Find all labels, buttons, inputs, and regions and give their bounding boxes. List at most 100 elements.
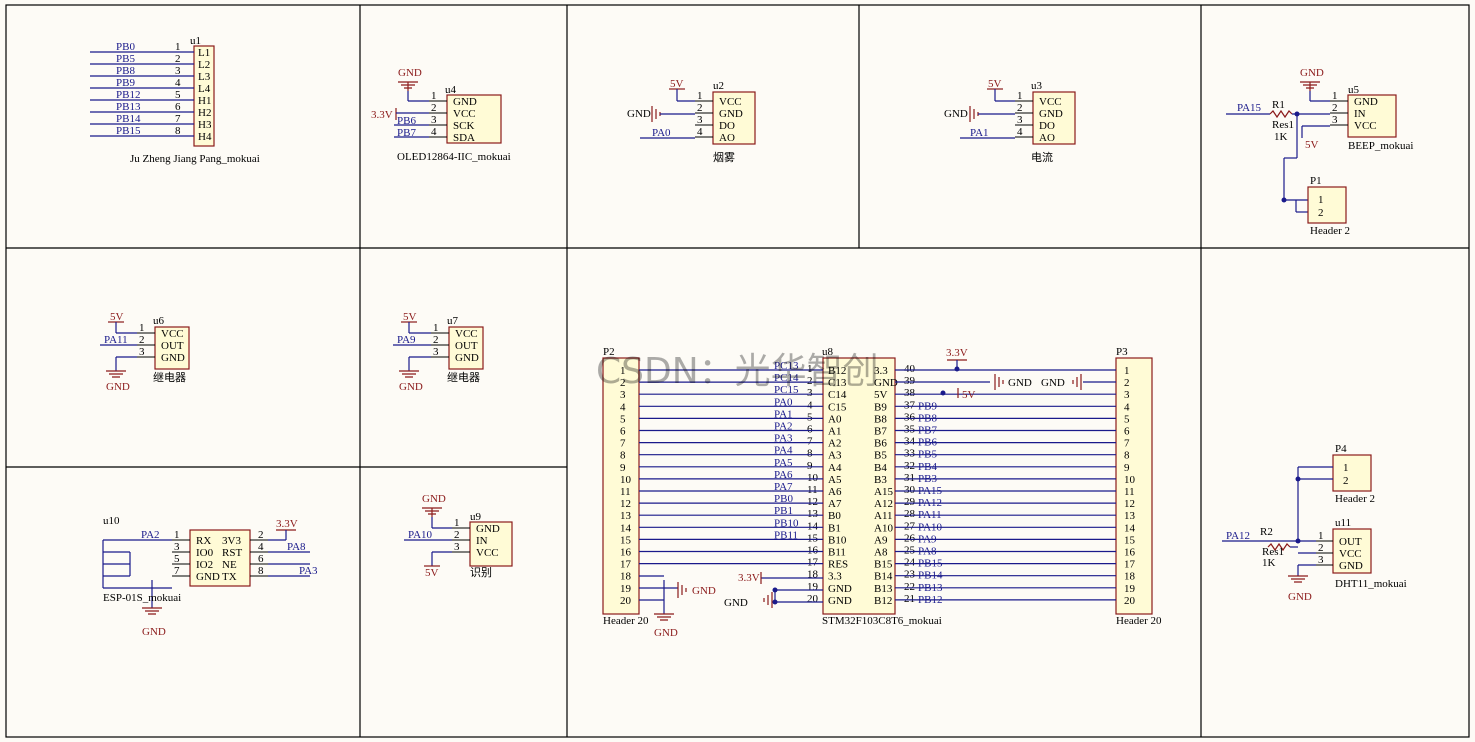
u9-pin-name: VCC <box>476 547 499 559</box>
u10-left-pin-number: 3 <box>174 541 180 553</box>
u8-right-pin-name: A11 <box>874 510 893 522</box>
section-frames <box>5 4 1470 738</box>
u8-right-pin-number: 40 <box>904 363 916 375</box>
u8-right-pin-number: 29 <box>904 496 916 508</box>
u3-pin-name: AO <box>1039 132 1055 144</box>
u8-left-pin-number: 7 <box>807 436 813 448</box>
u8-left-pin-name: A2 <box>828 438 841 450</box>
u1-pin-number: 5 <box>175 89 181 101</box>
u8-left-pin-number: 1 <box>807 363 813 375</box>
u5-pin-name: GND <box>1354 96 1378 108</box>
u9-pin-number: 3 <box>454 541 460 553</box>
u8-right-net-label: PB12 <box>918 594 942 606</box>
u9-5v-label: 5V <box>425 567 439 579</box>
u8-left-net-label: PB1 <box>774 505 793 517</box>
u8-right-net-label: PB8 <box>918 412 937 424</box>
u8-left-net-label: PA7 <box>774 481 793 493</box>
u8-right-pin-number: 21 <box>904 593 915 605</box>
u8-right-pin-name: A8 <box>874 547 888 559</box>
p2-pin-number: 12 <box>620 498 631 510</box>
u2-pin-number: 3 <box>697 114 703 126</box>
u11-pin-number: 1 <box>1318 530 1324 542</box>
u8-right-net-label: PB6 <box>918 437 937 449</box>
u9-pin-number: 2 <box>454 529 460 541</box>
u10-right-pin-name: NE <box>222 559 237 571</box>
p3-pin-number: 10 <box>1124 474 1136 486</box>
u8-right-pin-number: 38 <box>904 387 916 399</box>
u8-left-pin-number: 16 <box>807 545 819 557</box>
u8-right-pin-name: A12 <box>874 498 893 510</box>
u8-left-pin-name: A1 <box>828 426 841 438</box>
u8-gnd-right-a: GND <box>1008 377 1032 389</box>
u2-ref: u2 <box>713 80 724 92</box>
u7-pin-number: 1 <box>433 322 439 334</box>
u1-pin-name: L4 <box>198 83 211 95</box>
p3-pin-number: 7 <box>1124 438 1130 450</box>
u1-pin-number: 3 <box>175 65 181 77</box>
u1-ref: u1 <box>190 35 201 47</box>
p3-pin-number: 20 <box>1124 595 1136 607</box>
u10-3v3-label: 3.3V <box>276 518 298 530</box>
u1-net-label: PB8 <box>116 65 135 77</box>
u1-name: Ju Zheng Jiang Pang_mokuai <box>130 153 260 165</box>
u11-net: PA12 <box>1226 530 1250 542</box>
u8-left-pin-name: RES <box>828 559 848 571</box>
u7-gnd-label: GND <box>399 381 423 393</box>
u4-pin-number: 2 <box>431 102 437 114</box>
u8-ref: u8 <box>822 346 834 358</box>
u8-left-pin-number: 18 <box>807 569 819 581</box>
u8-left-pin-number: 10 <box>807 472 819 484</box>
u3-pin-number: 2 <box>1017 102 1023 114</box>
u8-right-net-label: PB9 <box>918 400 937 412</box>
u8-right-pin-number: 23 <box>904 569 916 581</box>
u1-pin-number: 4 <box>175 77 181 89</box>
u9-net: PA10 <box>408 529 433 541</box>
p2-pin-number: 8 <box>620 450 626 462</box>
u7-pin-number: 2 <box>433 334 439 346</box>
u8-left-pin-name: A7 <box>828 498 842 510</box>
p3-pin-number: 14 <box>1124 522 1136 534</box>
u8-gnd-left-label: GND <box>724 597 748 609</box>
u6-net: PA11 <box>104 334 128 346</box>
p2-pin-number: 17 <box>620 559 632 571</box>
u10-left-pin-number: 5 <box>174 553 180 565</box>
u8-left-pin-number: 13 <box>807 508 819 520</box>
u5-ref: u5 <box>1348 84 1360 96</box>
u8-right-pin-number: 24 <box>904 557 916 569</box>
u6-pin-number: 3 <box>139 346 145 358</box>
u8-right-pin-name: B7 <box>874 426 887 438</box>
u8-right-pin-name: B6 <box>874 438 887 450</box>
u8-right-net-label: PB5 <box>918 449 937 461</box>
u11-dht11-module: P4 1 2 Header 2 u11 PA12 R2 Res1 1K GND … <box>1222 443 1407 603</box>
u4-pin-number: 1 <box>431 90 437 102</box>
u8-right-net-label: PA12 <box>918 497 942 509</box>
u8-3v3-left-label: 3.3V <box>738 572 760 584</box>
u8-left-pin-number: 2 <box>807 375 813 387</box>
u2-pin-number: 2 <box>697 102 703 114</box>
u8-right-pin-number: 39 <box>904 375 916 387</box>
u5-pin-number: 3 <box>1332 114 1338 126</box>
watermark: CSDN：光华智创 <box>596 351 879 392</box>
u1-pin-name: L2 <box>198 59 210 71</box>
p2-ref: P2 <box>603 346 615 358</box>
u8-right-pin-number: 34 <box>904 436 916 448</box>
u8-left-pin-number: 11 <box>807 484 818 496</box>
u8-left-net-label: PA1 <box>774 408 793 420</box>
u8-right-pin-name: GND <box>874 377 898 389</box>
u5-name: BEEP_mokuai <box>1348 140 1413 152</box>
u8-left-pin-name: A4 <box>828 462 842 474</box>
u8-left-pin-number: 8 <box>807 448 813 460</box>
svg-text:1: 1 <box>1318 194 1324 206</box>
u8-left-pin-name: C14 <box>828 389 847 401</box>
u8-right-pin-number: 26 <box>904 532 916 544</box>
u8-right-net-label: PA11 <box>918 509 942 521</box>
u10-right-pin-number: 8 <box>258 565 264 577</box>
u8-left-net-label: PA3 <box>774 433 793 445</box>
u7-ref: u7 <box>447 315 459 327</box>
u2-gnd-label: GND <box>627 108 651 120</box>
u8-left-pin-name: GND <box>828 583 852 595</box>
u8-left-net-label: PC15 <box>774 384 799 396</box>
